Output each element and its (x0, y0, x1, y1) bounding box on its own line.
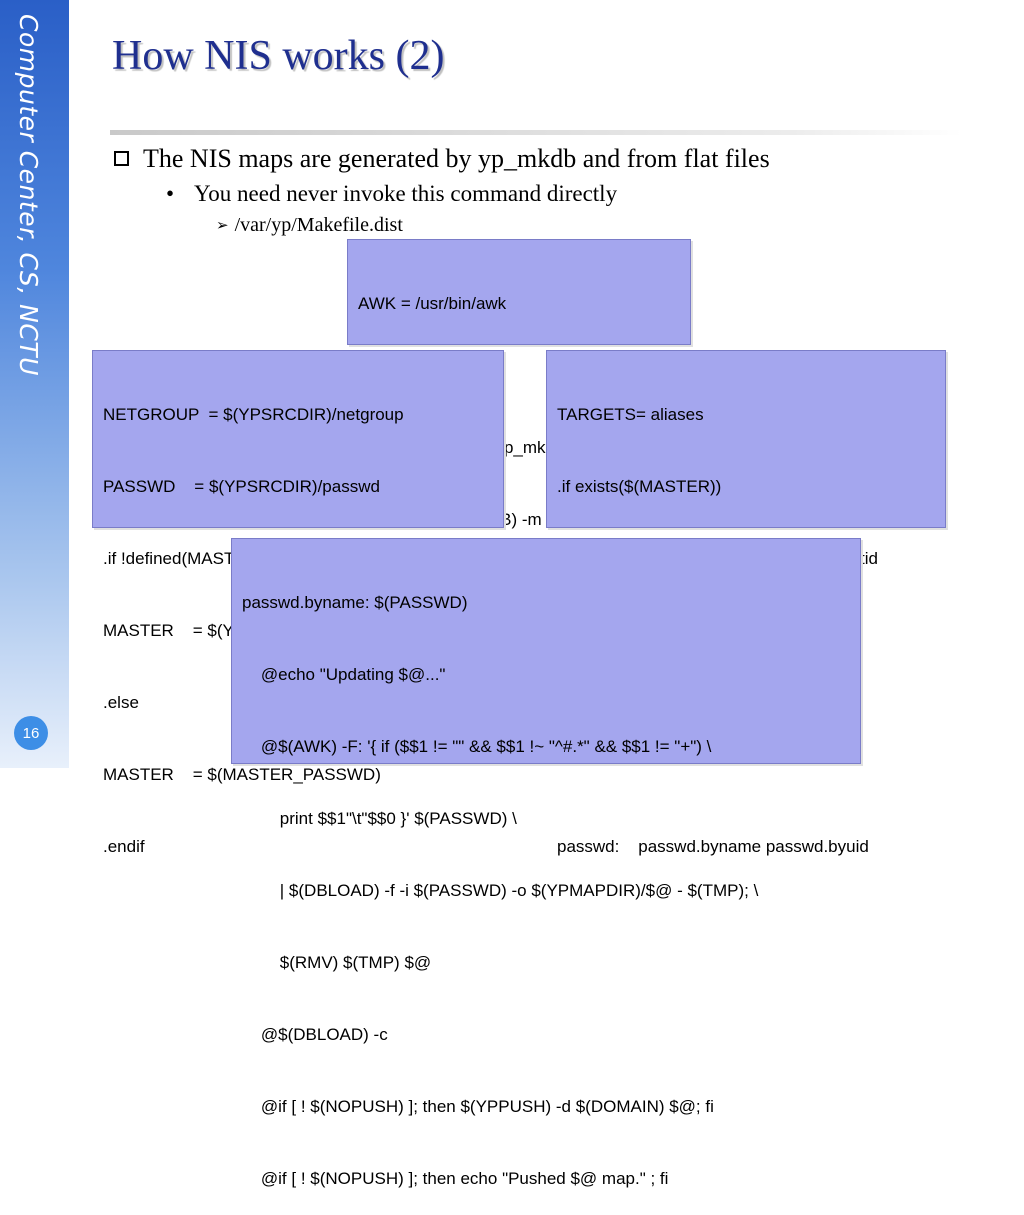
code-line: $(RMV) $(TMP) $@ (242, 953, 432, 972)
checkbox-bullet-icon (114, 151, 129, 166)
code-box-targets: TARGETS= aliases .if exists($(MASTER)) T… (546, 350, 946, 856)
bullet-level1: The NIS maps are generated by yp_mkdb an… (114, 144, 770, 174)
code-line: @echo "Updating $@..." (242, 665, 446, 684)
code-line: PASSWD = $(YPSRCDIR)/passwd (103, 477, 380, 496)
arrow-bullet-icon: ➢ (216, 218, 229, 234)
sidebar-label: Computer Center, CS, NCTU (14, 14, 43, 376)
bullet-level3: ➢ /var/yp/Makefile.dist (216, 214, 403, 237)
code-line: .if exists($(MASTER)) (557, 477, 722, 496)
bullet-level2: • You need never invoke this command dire… (166, 181, 617, 207)
bullet-level2-text: You need never invoke this command direc… (194, 181, 618, 206)
code-line: @if [ ! $(NOPUSH) ]; then echo "Pushed $… (242, 1169, 669, 1188)
slide-title: How NIS works (2) (112, 33, 445, 79)
bullet-level3-text: /var/yp/Makefile.dist (234, 214, 403, 236)
title-divider (110, 130, 962, 135)
code-box-netgroup: NETGROUP = $(YPSRCDIR)/netgroup PASSWD =… (92, 350, 504, 856)
dot-bullet-icon: • (166, 181, 175, 206)
code-line: .endif (103, 837, 145, 856)
code-line: @$(AWK) -F: '{ if ($$1 != "" && $$1 !~ "… (242, 737, 712, 756)
code-line: AWK = /usr/bin/awk (358, 294, 507, 313)
code-line: | $(DBLOAD) -f -i $(PASSWD) -o $(YPMAPDI… (242, 881, 759, 900)
code-box-passwd-byname: passwd.byname: $(PASSWD) @echo "Updating… (231, 538, 861, 1188)
sidebar-banner: Computer Center, CS, NCTU (0, 0, 69, 768)
code-line: TARGETS= aliases (557, 405, 704, 424)
code-line: NETGROUP = $(YPSRCDIR)/netgroup (103, 405, 404, 424)
code-box-awk: AWK = /usr/bin/awk MKDB = /usr/sbin/yp_m… (347, 239, 691, 529)
code-line: passwd.byname: $(PASSWD) (242, 593, 468, 612)
code-line: passwd: passwd.byname passwd.byuid (557, 837, 869, 856)
code-line: @$(DBLOAD) -c (242, 1025, 388, 1044)
bullet-level1-text: The NIS maps are generated by yp_mkdb an… (143, 144, 770, 173)
code-line: @if [ ! $(NOPUSH) ]; then $(YPPUSH) -d $… (242, 1097, 714, 1116)
code-line: print $$1"\t"$$0 }' $(PASSWD) \ (242, 809, 517, 828)
page-number-badge: 16 (14, 716, 48, 750)
code-line: .else (103, 693, 139, 712)
